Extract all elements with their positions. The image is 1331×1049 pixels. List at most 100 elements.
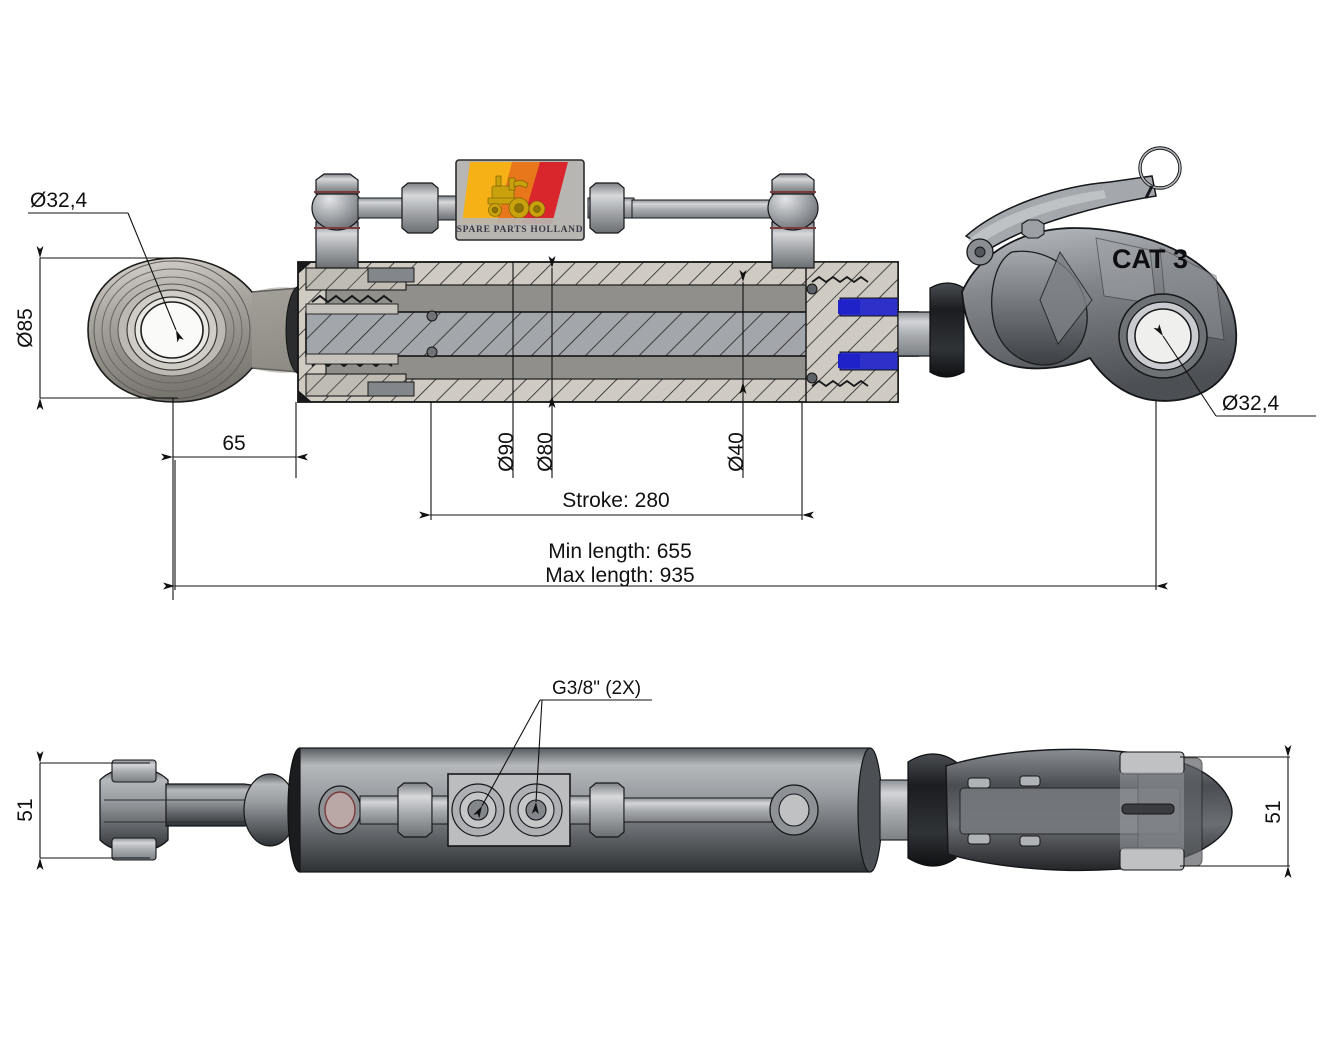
eye-bore bbox=[140, 301, 204, 359]
bv-pin-boss-bot bbox=[1119, 847, 1185, 871]
coupling-nut-left bbox=[401, 182, 439, 234]
piston-thread-lower bbox=[811, 379, 869, 388]
dim-max-length-label: Max length: 935 bbox=[545, 564, 694, 587]
bv-tube-rightcap bbox=[857, 747, 883, 873]
bottom-view-dimensions: 51 51 G3/8" (2X) bbox=[14, 678, 1292, 878]
dim-rod: Ø40 bbox=[725, 270, 748, 478]
bv-pin-boss-top bbox=[1119, 751, 1185, 775]
dim-overall: Min length: 655 Max length: 935 bbox=[163, 400, 1168, 590]
logo-tractor-icon bbox=[487, 175, 546, 219]
logo-brand-text: SPARE PARTS HOLLAND bbox=[457, 225, 584, 235]
dim-left-bore-label: Ø32,4 bbox=[30, 189, 88, 212]
dim-stroke-label: Stroke: 280 bbox=[562, 489, 669, 512]
logo-text-band bbox=[458, 218, 582, 238]
dim-bv-left-51: 51 bbox=[14, 751, 150, 870]
seal-blue-lower-b bbox=[838, 354, 860, 368]
dim-bv-right-51: 51 bbox=[1180, 745, 1292, 878]
dim-offset-65-label: 65 bbox=[222, 432, 245, 455]
eye-ring-1 bbox=[93, 260, 251, 400]
chamfer-tl bbox=[298, 262, 312, 274]
top-section-view: SPARE PARTS HOLLAND bbox=[14, 146, 1316, 600]
pull-ring-highlight bbox=[1139, 147, 1181, 189]
eye-ring-2 bbox=[101, 268, 243, 392]
bv-bolt-b bbox=[967, 833, 991, 845]
bv-rod-c bbox=[569, 795, 593, 825]
bv-bolt-d bbox=[1019, 835, 1041, 847]
bv-nut-right bbox=[589, 782, 625, 838]
bottom-plan-view: 51 51 G3/8" (2X) bbox=[14, 678, 1292, 878]
dim-min-length-label: Min length: 655 bbox=[548, 540, 692, 563]
bv-port-1 bbox=[467, 799, 489, 821]
hydraulic-plumbing: SPARE PARTS HOLLAND bbox=[311, 159, 819, 269]
seal-blue-upper-b bbox=[838, 300, 860, 314]
right-elbow-hex bbox=[771, 173, 815, 195]
bv-latch-pin bbox=[1121, 803, 1175, 815]
brand-logo-plate: SPARE PARTS HOLLAND bbox=[455, 159, 585, 241]
gland-seal-lower bbox=[367, 381, 415, 397]
left-elbow-hex bbox=[315, 173, 359, 195]
bv-rod-a bbox=[359, 795, 403, 825]
bv-eye-boss-top bbox=[111, 759, 157, 783]
dim-left-bore: Ø32,4 bbox=[28, 189, 184, 343]
piston-oring-lower bbox=[806, 372, 818, 384]
logo-stripe-orange bbox=[496, 162, 542, 224]
dim-port-callout: G3/8" (2X) bbox=[473, 678, 652, 819]
hook-facet-a bbox=[1039, 250, 1093, 345]
tube-right-b bbox=[631, 199, 773, 219]
dim-right-bore-label: Ø32,4 bbox=[1222, 392, 1280, 415]
piston-thread-upper bbox=[811, 275, 869, 284]
gland-seal-upper bbox=[367, 267, 415, 283]
bv-left-eye bbox=[99, 759, 297, 861]
bv-bolt-a bbox=[967, 777, 991, 789]
bv-cylinder bbox=[287, 747, 883, 873]
cat3-label: CAT 3 bbox=[1112, 244, 1188, 274]
bv-port-block bbox=[447, 773, 571, 847]
oring-upper bbox=[426, 310, 438, 322]
eye-ring-3 bbox=[109, 276, 235, 384]
dim-tube-outer-label: Ø90 bbox=[495, 432, 518, 472]
tube-left-a bbox=[357, 197, 403, 219]
dim-port-callout-label: G3/8" (2X) bbox=[552, 678, 641, 699]
right-port-boss bbox=[771, 221, 815, 269]
dim-bv-right-51-label: 51 bbox=[1262, 800, 1285, 823]
dim-piston-label: Ø80 bbox=[534, 432, 557, 472]
coupling-nut-right bbox=[589, 182, 625, 234]
oring-lower bbox=[426, 346, 438, 358]
bv-rod-cap bbox=[907, 753, 957, 867]
thread-upper bbox=[311, 294, 393, 304]
bv-eye-boss-bot bbox=[111, 837, 157, 861]
latch-arm-highlight bbox=[968, 190, 1106, 248]
rod-black-cap bbox=[929, 282, 965, 378]
dim-eye-outer: Ø85 bbox=[14, 246, 178, 410]
bore-cavity-upper bbox=[325, 284, 867, 316]
cylinder-assembly bbox=[297, 261, 945, 403]
bv-gland-ring-inner bbox=[324, 791, 356, 829]
dim-offset-65: 65 bbox=[161, 398, 308, 600]
bv-hook-end bbox=[879, 748, 1233, 872]
gland-step-upper bbox=[305, 303, 399, 315]
piston-head-detail bbox=[805, 261, 899, 403]
dim-bv-left-51-label: 51 bbox=[14, 798, 37, 821]
gland-step-lower bbox=[305, 353, 399, 365]
dim-right-bore: Ø32,4 bbox=[1153, 324, 1316, 417]
chamfer-bl bbox=[298, 390, 312, 402]
pull-ring-stem bbox=[1144, 185, 1154, 199]
bv-bolt-c bbox=[1019, 775, 1041, 787]
dim-rod-label: Ø40 bbox=[725, 432, 748, 472]
latch-hex-bolt bbox=[1021, 219, 1045, 239]
dim-tube-outer: Ø90 bbox=[495, 262, 518, 478]
bv-rod-d bbox=[623, 797, 773, 823]
bv-nut-left bbox=[397, 782, 433, 838]
bv-right-port-inner bbox=[778, 793, 810, 827]
piston-oring-upper bbox=[806, 283, 818, 295]
dim-piston: Ø80 bbox=[534, 256, 557, 478]
top-view-dimensions: Ø32,4 Ø85 65 Ø90 bbox=[14, 189, 1316, 600]
latch-pivot-pin bbox=[974, 246, 986, 258]
cat3-hook-end: CAT 3 bbox=[929, 146, 1237, 402]
bv-port-2 bbox=[525, 799, 547, 821]
dim-eye-outer-label: Ø85 bbox=[14, 308, 37, 348]
dim-stroke: Stroke: 280 bbox=[419, 402, 814, 520]
